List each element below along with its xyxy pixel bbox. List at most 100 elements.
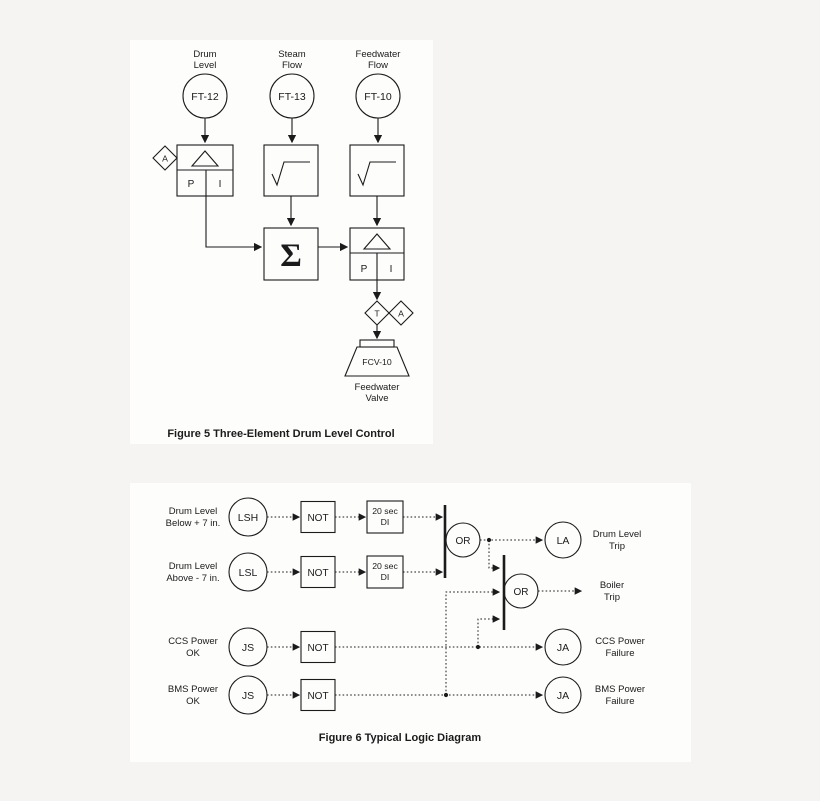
figure6-panel: Drum Level Below + 7 in. Drum Level Abov…: [130, 483, 691, 762]
steam-flow-label: Steam: [278, 49, 306, 60]
drum-level-label: Drum: [193, 49, 216, 60]
lsl-label: Drum Level: [169, 561, 218, 572]
not-gate-label: NOT: [307, 513, 328, 524]
delay-label: 20 sec: [372, 561, 398, 571]
not-gate-label: NOT: [307, 643, 328, 654]
delta-icon: [190, 150, 220, 167]
ft13-tag: FT-13: [278, 91, 306, 103]
figure5-input-labels: Drum Level Steam Flow Feedwater Flow: [193, 49, 400, 71]
flow-pi-controller: P I: [349, 227, 405, 281]
summer-block: Σ: [263, 227, 319, 281]
not-gates: NOT NOT NOT NOT: [300, 500, 336, 712]
wire-or1-or2: [488, 540, 501, 572]
sigma-icon: Σ: [280, 238, 302, 274]
or2-label: OR: [514, 587, 529, 598]
ccs-label: CCS Power: [168, 636, 218, 647]
figure6-caption: Figure 6 Typical Logic Diagram: [319, 732, 482, 744]
figure5-panel: Drum Level Steam Flow Feedwater Flow FT-…: [130, 40, 433, 444]
ccs-failure-label2: Failure: [605, 648, 634, 659]
alarm-diamond-icon: [152, 145, 178, 171]
ja-bms-tag: JA: [557, 690, 569, 702]
junction-dot: [443, 692, 449, 698]
square-root-icon: [271, 161, 310, 187]
alarm-ja-bms: JA: [544, 676, 582, 714]
figure5-wires: [200, 118, 383, 144]
not-gate-box: [300, 500, 336, 534]
drum-level-trip-label: Drum Level: [593, 529, 642, 540]
alarm-ja-ccs: JA: [544, 628, 582, 666]
delay-label2: DI: [381, 572, 390, 582]
delay-box: [366, 500, 404, 534]
i-cell: I: [390, 264, 393, 275]
la-tag: LA: [557, 535, 570, 547]
valve-tag: FCV-10: [362, 357, 392, 367]
sqrt-block-steam: [263, 144, 319, 197]
drum-level-trip-label2: Trip: [609, 541, 625, 552]
bms-label: BMS Power: [168, 684, 218, 695]
junction-dot: [486, 537, 492, 543]
figure6-output-labels: Drum Level Trip Boiler Trip CCS Power Fa…: [593, 529, 645, 707]
summer-box: [263, 227, 319, 281]
delay-box: [366, 555, 404, 589]
junction-dot: [475, 644, 481, 650]
feedwater-flow-label2: Flow: [368, 60, 388, 71]
not-gate-label: NOT: [307, 691, 328, 702]
boiler-trip-label: Boiler: [600, 580, 624, 591]
js-bms-tag: JS: [242, 690, 254, 702]
lsl-label2: Above - 7 in.: [166, 573, 219, 584]
figure6-input-labels: Drum Level Below + 7 in. Drum Level Abov…: [166, 506, 221, 707]
or-gate-2: OR: [502, 555, 539, 630]
delay-blocks: 20 sec DI 20 sec DI: [366, 500, 404, 589]
delay-label2: DI: [381, 517, 390, 527]
js-ccs-tag: JS: [242, 642, 254, 654]
wire-ccs-or2: [477, 615, 501, 647]
ja-ccs-tag: JA: [557, 642, 569, 654]
square-root-icon: [357, 161, 396, 187]
level-pi-controller: P I A: [152, 144, 234, 197]
instrument-circle-icon: [544, 676, 582, 714]
p-cell: P: [188, 179, 195, 190]
or-gate-circle: [445, 522, 481, 558]
delay-label: 20 sec: [372, 506, 398, 516]
not-gate-box: [300, 555, 336, 589]
feedwater-flow-label: Feedwater: [356, 49, 401, 60]
figure5-output: T A: [364, 280, 414, 340]
boiler-trip-label2: Trip: [604, 592, 620, 603]
not-gate-label: NOT: [307, 568, 328, 579]
lsh-label: Drum Level: [169, 506, 218, 517]
bms-failure-label2: Failure: [605, 696, 634, 707]
lsh-tag: LSH: [238, 512, 258, 524]
figure5-mid-wires: [205, 196, 382, 252]
figure6-wires: [267, 513, 583, 699]
figure5-caption: Figure 5 Three-Element Drum Level Contro…: [167, 428, 394, 440]
instrument-circle-icon: [544, 521, 582, 559]
delta-icon: [362, 233, 392, 250]
sqrt-box: [349, 144, 405, 197]
lsl-tag: LSL: [239, 567, 258, 579]
or-gate-circle: [503, 573, 539, 609]
alarm-tag: A: [162, 154, 168, 164]
auto-diamond-icon: [388, 300, 414, 326]
feedwater-valve: FCV-10 Feedwater Valve: [344, 339, 410, 404]
wire-level-to-summer: [205, 196, 263, 252]
valve-actuator-icon: [359, 339, 395, 348]
drum-level-label2: Level: [194, 60, 217, 71]
instrument-circle-icon: [544, 628, 582, 666]
or-gate-1: OR: [443, 505, 481, 578]
ft12-tag: FT-12: [191, 91, 219, 103]
valve-body-icon: [344, 346, 410, 377]
valve-label2: Valve: [365, 393, 388, 404]
alarm-la: LA: [544, 521, 582, 559]
steam-flow-label2: Flow: [282, 60, 302, 71]
wire-bms-or2: [445, 588, 501, 695]
transfer-tag: T: [374, 309, 380, 319]
p-cell: P: [361, 264, 368, 275]
or1-label: OR: [456, 536, 471, 547]
sqrt-box: [263, 144, 319, 197]
valve-label: Feedwater: [355, 382, 400, 393]
sqrt-block-feedwater: [349, 144, 405, 197]
i-cell: I: [219, 179, 222, 190]
ccs-failure-label: CCS Power: [595, 636, 645, 647]
ccs-label2: OK: [186, 648, 200, 659]
